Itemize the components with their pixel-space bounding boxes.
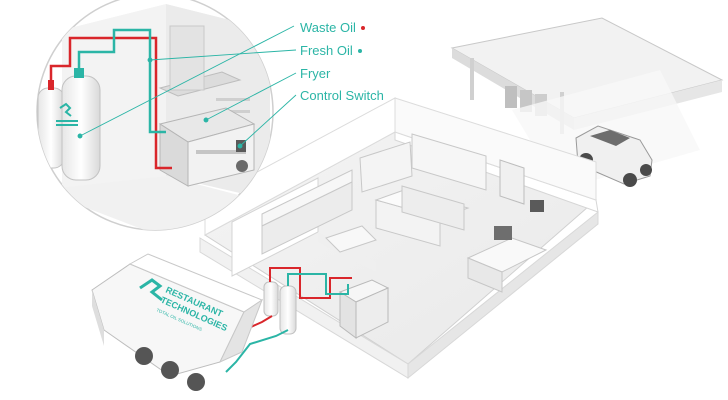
- truck-logo-icon: [139, 278, 163, 302]
- fresh-oil-dot-icon: [357, 49, 362, 53]
- legend-fryer-label: Fryer: [300, 66, 331, 81]
- legend-fryer: Fryer: [300, 66, 330, 81]
- legend-fresh-oil-label: Fresh Oil: [300, 43, 353, 58]
- inset-oil-lines: [49, 28, 172, 170]
- restaurant-building: [199, 97, 599, 380]
- legend-control-switch-label: Control Switch: [300, 88, 384, 103]
- waste-oil-dot-icon: [360, 26, 365, 30]
- legend-fresh-oil: Fresh Oil: [300, 43, 362, 58]
- legend-waste-oil-label: Waste Oil: [300, 20, 356, 35]
- inset-tank-logo-icon: [59, 102, 72, 117]
- legend-leader-lines: [77, 25, 297, 149]
- legend-waste-oil: Waste Oil: [300, 20, 365, 35]
- tanker-truck: RESTAURANT TECHNOLOGIES TOTAL OIL SOLUTI…: [91, 253, 264, 391]
- legend-control-switch: Control Switch: [300, 88, 384, 103]
